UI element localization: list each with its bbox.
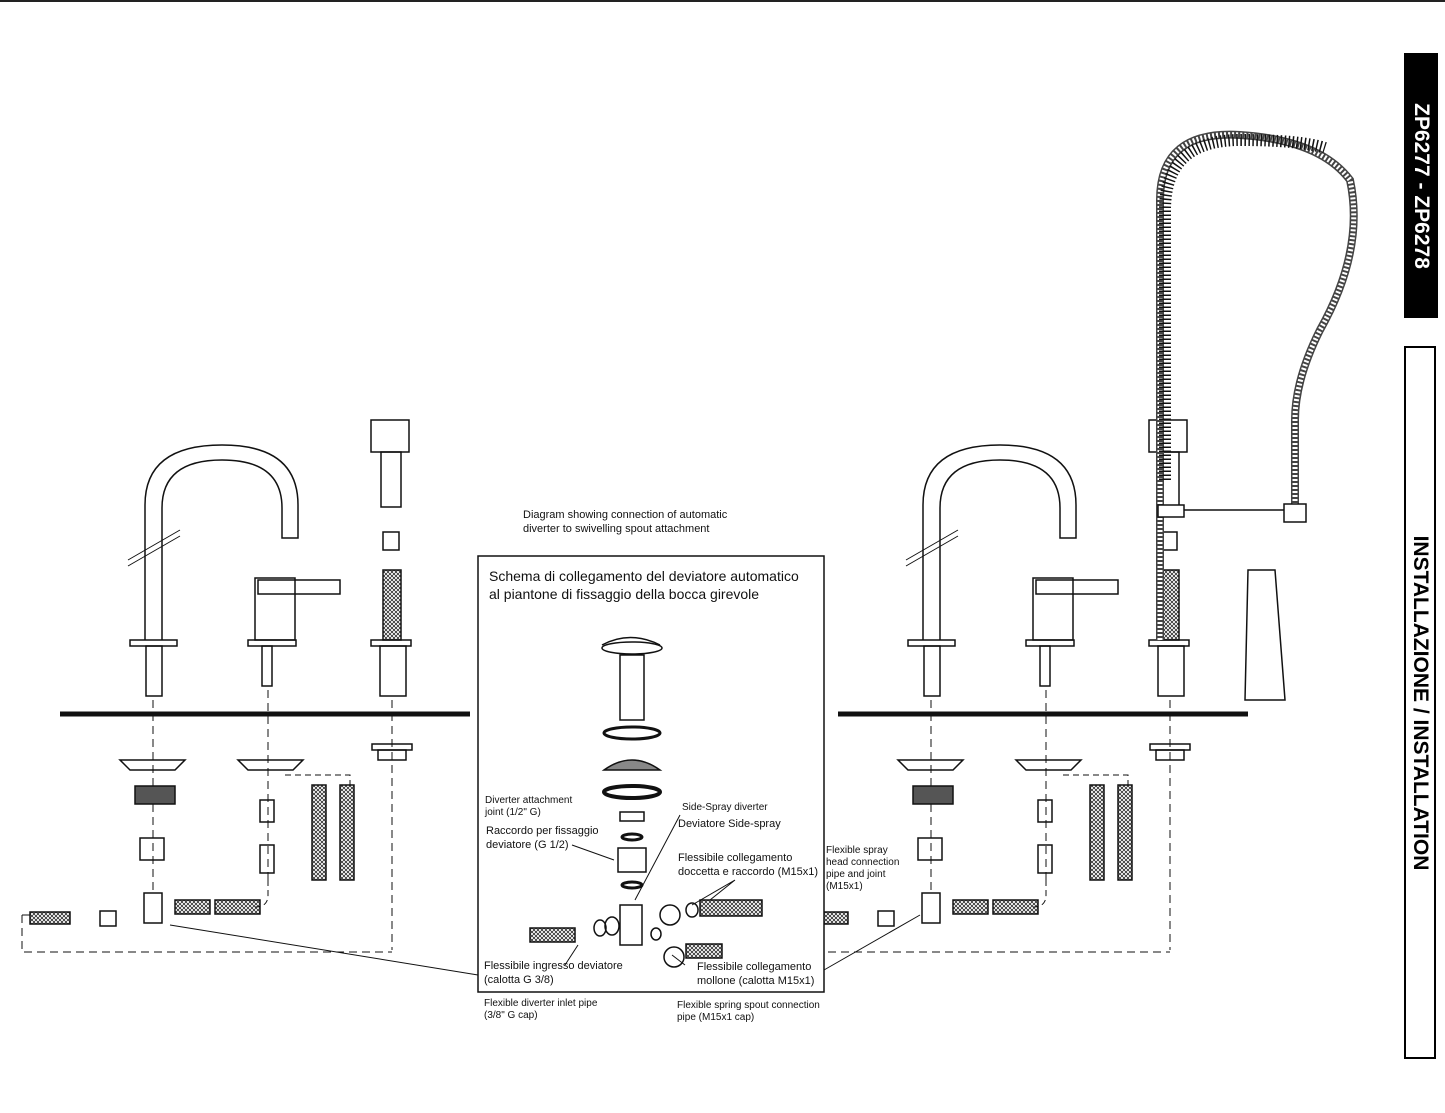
left-faucet-assembly <box>22 420 470 952</box>
model-code: ZP6277 - ZP6278 <box>1410 102 1433 269</box>
label-spray-head-en: Flexible spray head connection pipe and … <box>826 845 900 892</box>
caption-english: Diagram showing connection of automatic … <box>523 509 728 535</box>
caption-italian: Schema di collegamento del deviatore aut… <box>489 568 799 602</box>
label-side-spray-it: Deviatore Side-spray <box>678 818 781 830</box>
label-diverter-joint-en: Diverter attachment joint (1/2" G) <box>485 795 573 818</box>
label-spring-pipe-it: Flessibile collegamento mollone (calotta… <box>697 961 815 987</box>
label-spring-pipe-en: Flexible spring spout connection pipe (M… <box>677 1000 820 1023</box>
label-side-spray-en: Side-Spray diverter <box>682 802 768 813</box>
label-diverter-joint-it: Raccordo per fissaggio deviatore (G 1/2) <box>486 825 599 851</box>
section-title: INSTALLAZIONE / INSTALLATION <box>1409 535 1432 870</box>
top-border <box>0 0 1445 2</box>
section-tab: INSTALLAZIONE / INSTALLATION <box>1404 346 1436 1059</box>
detail-box <box>477 555 825 993</box>
model-code-badge: ZP6277 - ZP6278 <box>1404 53 1438 318</box>
label-inlet-pipe-it: Flessibile ingresso deviatore (calotta G… <box>484 960 623 986</box>
label-shower-pipe-it: Flessibile collegamento doccetta e racco… <box>678 852 819 878</box>
label-inlet-pipe-en: Flexible diverter inlet pipe (3/8" G cap… <box>484 998 598 1021</box>
